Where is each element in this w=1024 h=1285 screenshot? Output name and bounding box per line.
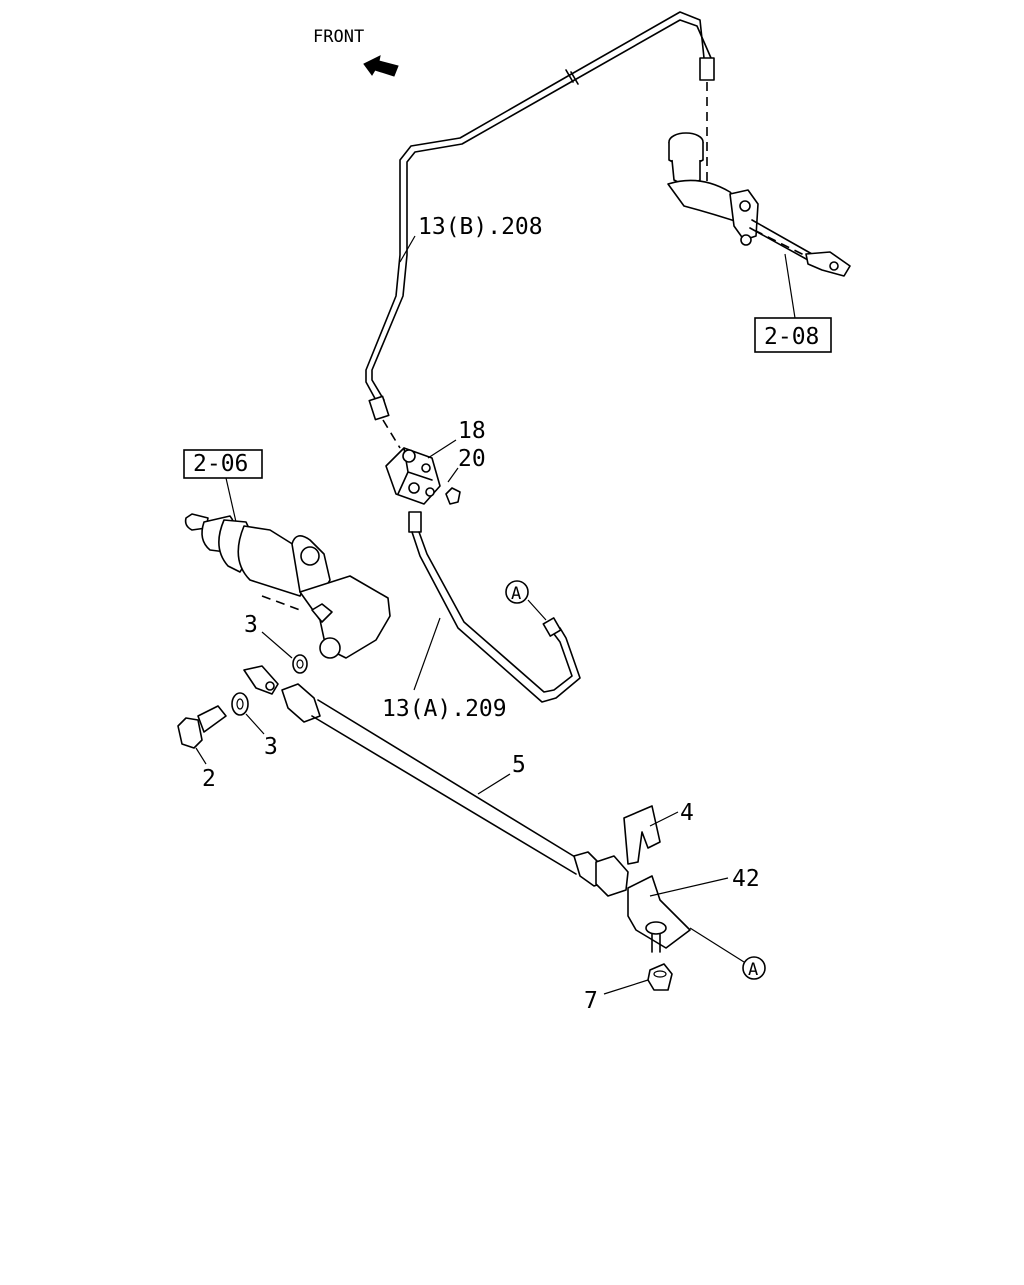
- clip-4: [623, 805, 661, 865]
- pipe-13a-fitting: [408, 511, 422, 533]
- leader-42: [649, 877, 729, 897]
- slave-cylinder: [184, 513, 391, 659]
- mark-a-upper-circle: [505, 580, 529, 604]
- bracket-42: [627, 875, 691, 949]
- ref-2-08-text: 2-08: [764, 324, 819, 350]
- master-cylinder: [667, 132, 851, 277]
- leader-20: [447, 467, 459, 483]
- hose-5: [311, 699, 581, 875]
- mark-a-lower-circle: [742, 956, 766, 980]
- dash-to-union: [382, 419, 401, 449]
- hose-end-nut: [595, 855, 629, 897]
- pipe-13b-outer: [365, 11, 705, 405]
- mark-a-upper-text: A: [511, 584, 521, 604]
- pipe-13b-clamp: [565, 69, 579, 85]
- mark-a-lower-text: A: [748, 960, 758, 980]
- part-18-label: 18: [458, 418, 486, 444]
- pipe-13a-inner: [418, 531, 573, 693]
- pipe-13a-end-fitting: [542, 617, 562, 637]
- front-label: FRONT: [313, 27, 364, 47]
- bracket-stud: [651, 933, 661, 953]
- part-2-label: 2: [202, 766, 216, 792]
- ref-2-06-text: 2-06: [193, 451, 248, 477]
- part-3-upper-label: 3: [244, 612, 258, 638]
- leader-2-08: [784, 253, 796, 319]
- union-block-18: [385, 447, 441, 505]
- part-20-label: 20: [458, 446, 486, 472]
- leader-13b: [399, 235, 416, 263]
- part-7-label: 7: [584, 988, 598, 1014]
- pipe-13a-label: 13(A).209: [382, 696, 507, 722]
- ref-box-2-06: [183, 449, 263, 479]
- washer-3-lower: [231, 692, 249, 716]
- leader-3-lower: [245, 713, 265, 735]
- leader-a-lower: [689, 927, 745, 963]
- leader-7: [603, 979, 649, 995]
- leader-a-upper: [527, 599, 547, 621]
- hose-end-fitting-left: [281, 683, 321, 723]
- part-42-label: 42: [732, 866, 760, 892]
- pipe-13b-fitting-bottom: [368, 395, 390, 421]
- washer-3-upper: [292, 654, 308, 674]
- leader-13a: [413, 617, 441, 691]
- leader-2: [195, 747, 207, 765]
- part-5-label: 5: [512, 752, 526, 778]
- leader-5: [477, 773, 511, 795]
- leader-3-upper: [261, 631, 293, 659]
- bolt-2: [177, 705, 227, 749]
- part-4-label: 4: [680, 800, 694, 826]
- leader-4: [649, 811, 679, 827]
- part-3-lower-label: 3: [264, 734, 278, 760]
- ref-box-2-08: [754, 317, 832, 353]
- pipe-13b-label: 13(B).208: [418, 214, 543, 240]
- pipe-13b-inner: [371, 19, 712, 401]
- pipe-13a-outer: [411, 531, 581, 703]
- front-arrow-icon: [363, 55, 399, 77]
- leader-2-06: [225, 477, 237, 523]
- bolt-20: [445, 487, 461, 505]
- pipe-13b-fitting-top: [699, 57, 715, 81]
- leader-18: [427, 439, 457, 459]
